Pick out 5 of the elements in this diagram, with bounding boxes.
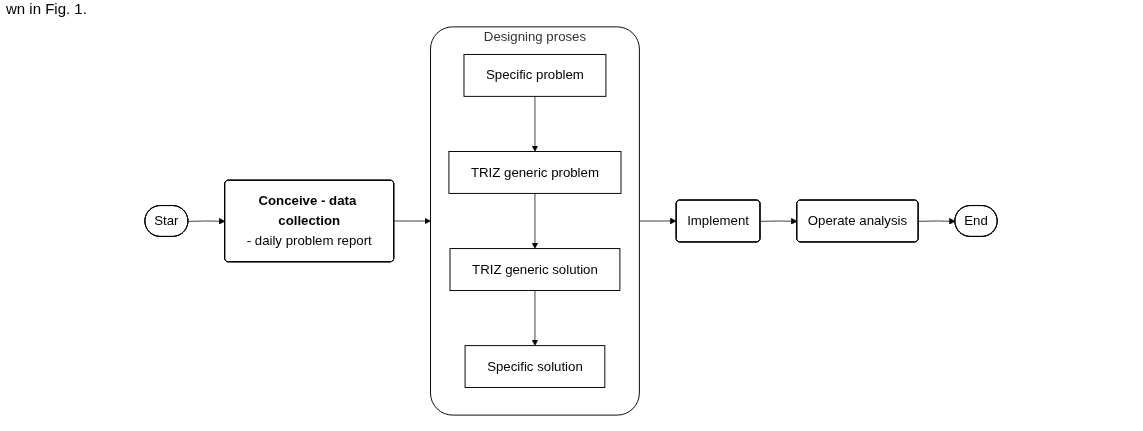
- node-box: Specific problem: [463, 53, 607, 97]
- node-box: TRIZ generic solution: [450, 247, 621, 291]
- node-box: TRIZ generic problem: [448, 150, 622, 194]
- note-text: wn in Fig. 1.: [6, 0, 87, 17]
- node-box: Specific solution: [465, 344, 606, 388]
